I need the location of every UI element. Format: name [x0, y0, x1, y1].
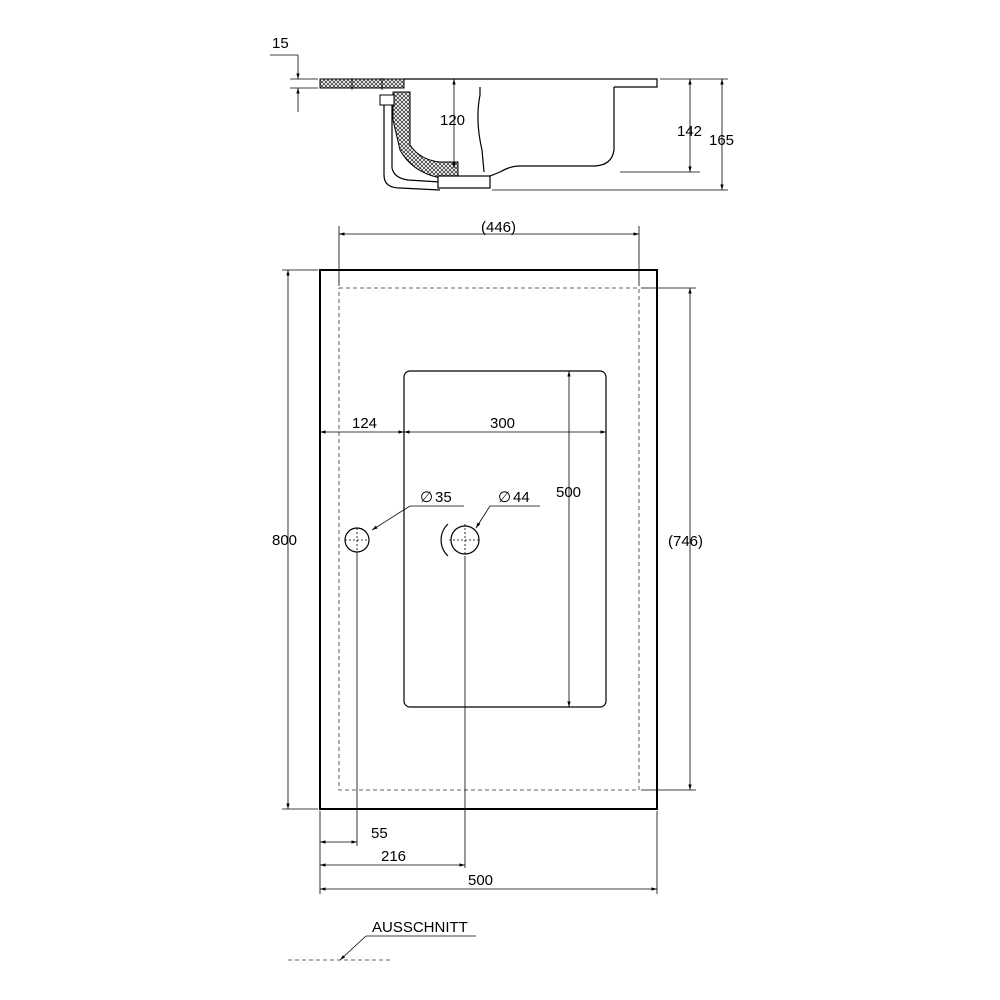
dim-depth-165-label: 165 [709, 132, 734, 149]
cutout-outline [338, 287, 640, 791]
dim-hole-small-offset-label: 55 [371, 825, 388, 842]
legend: AUSSCHNITT [288, 919, 476, 961]
dim-cutout-width: (446) [338, 219, 640, 286]
dim-bowl-depth: 120 [440, 79, 465, 168]
dim-bowl-depth-plan: 500 [556, 371, 581, 707]
dim-thickness-label: 15 [272, 35, 289, 52]
dim-cutout-depth-label: (746) [668, 533, 703, 550]
dim-cutout-depth: (746) [641, 287, 703, 791]
hole-large-label: 44 [513, 489, 530, 506]
dim-total-depth-label: 800 [272, 532, 297, 549]
drain-section-hatched [392, 91, 459, 179]
drain-flange [437, 175, 491, 189]
dim-bowl-offset-label: 124 [352, 415, 377, 432]
dim-depth-142: 142 [620, 78, 702, 173]
basin-outer-profile [457, 87, 615, 179]
waste-pipe-inner [391, 102, 441, 183]
dim-depth-165: 165 [492, 78, 734, 191]
dim-hole-large-offset-label: 216 [381, 848, 406, 865]
dim-bowl-depth-label: 120 [440, 112, 465, 129]
dim-bowl-width-label: 300 [490, 415, 515, 432]
dim-bowl-width: 300 [404, 415, 606, 434]
hole-small-label: 35 [435, 489, 452, 506]
plan-view: ∅ 35 ∅ 44 (446) 800 (74 [272, 219, 703, 894]
dim-total-width-label: 500 [468, 872, 493, 889]
slab-top-surface [404, 78, 658, 88]
legend-leader [339, 935, 367, 961]
dim-depth-142-label: 142 [677, 123, 702, 140]
drain-cap [379, 94, 395, 106]
slab-outline [319, 269, 658, 810]
dim-total-width: 500 [320, 872, 657, 891]
dim-bowl-offset: 124 [320, 415, 404, 434]
dim-total-depth: 800 [272, 269, 318, 810]
diameter-symbol-large: ∅ [498, 489, 511, 506]
section-view: 15 120 142 165 [270, 35, 734, 191]
legend-label: AUSSCHNITT [372, 919, 468, 936]
dim-hole-large-offset: 216 [320, 848, 465, 867]
slab-section-hatched [319, 78, 405, 89]
drain-arc [440, 523, 449, 557]
callout-hole-large: ∅ 44 [475, 489, 540, 529]
diameter-symbol-small: ∅ [420, 489, 433, 506]
basin-outline [403, 370, 607, 708]
dim-hole-small-offset: 55 [320, 825, 388, 844]
basin-inner-wall [477, 87, 485, 173]
waste-pipe [383, 100, 441, 191]
dim-cutout-width-label: (446) [481, 219, 516, 236]
callout-hole-small: ∅ 35 [371, 489, 464, 531]
dim-thickness: 15 [270, 35, 318, 112]
dim-bowl-depth-plan-label: 500 [556, 484, 581, 501]
